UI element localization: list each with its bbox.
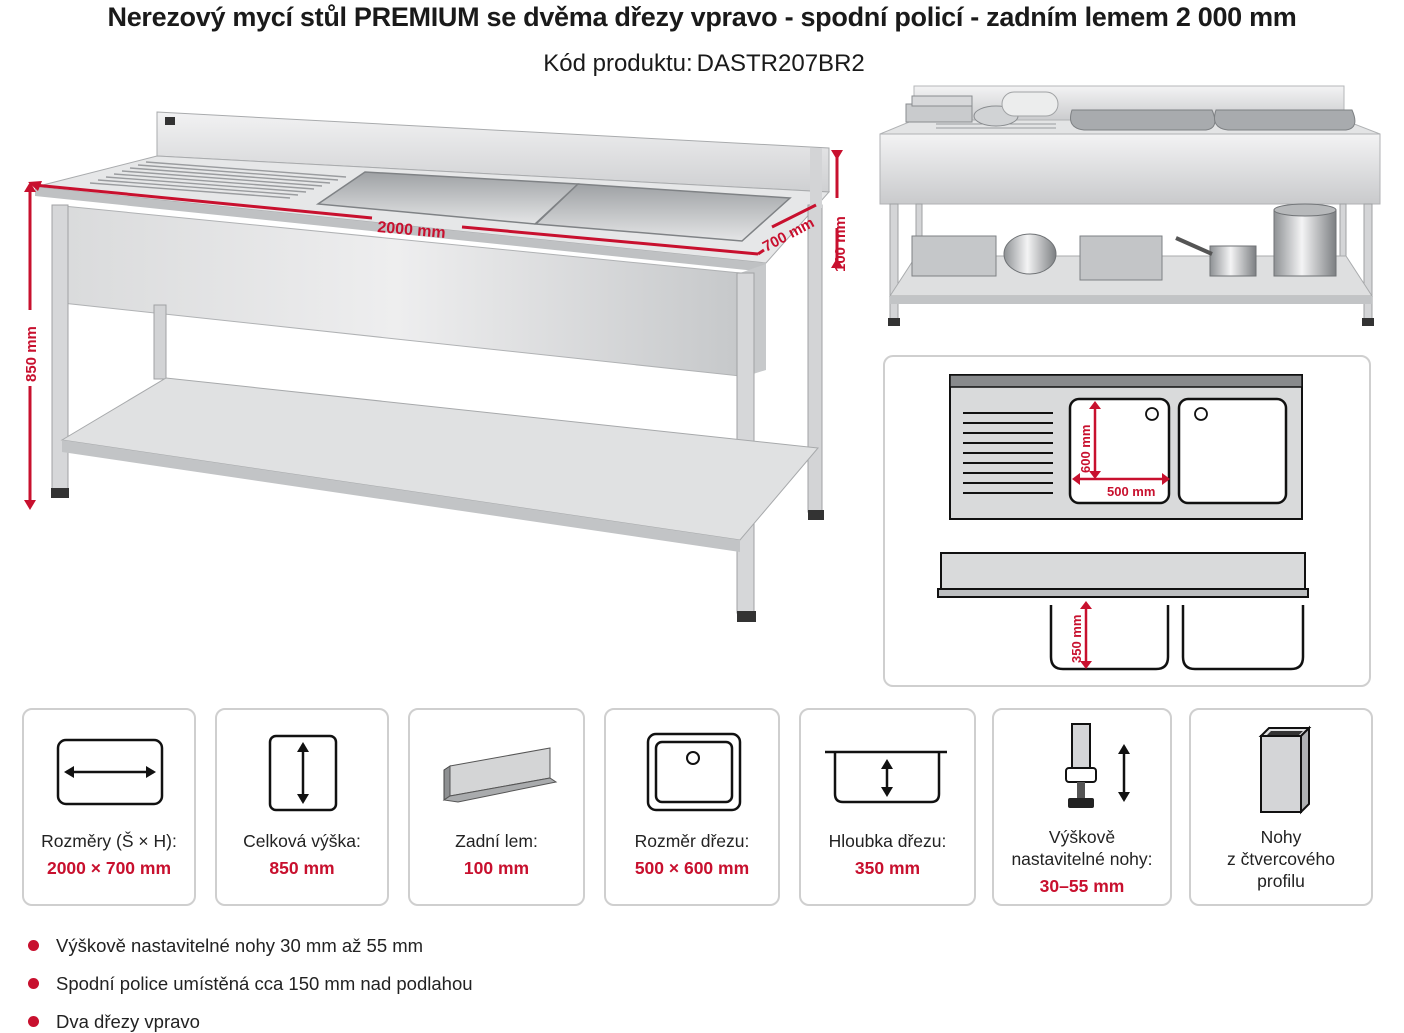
- feature-card-back-edge: Zadní lem: 100 mm: [408, 708, 585, 906]
- feature-value: 30–55 mm: [1039, 876, 1125, 896]
- list-item: Výškově nastavitelné nohy 30 mm až 55 mm: [28, 935, 423, 957]
- main-table-drawing: 2000 mm 700 mm 100 mm 850 mm: [0, 80, 870, 640]
- bullet-dot-icon: [28, 940, 39, 951]
- bullet-dot-icon: [28, 1016, 39, 1027]
- feature-value: 350 mm: [854, 858, 921, 878]
- feature-label: Celková výška:: [243, 831, 361, 851]
- page-title: Nerezový mycí stůl PREMIUM se dvěma dřez…: [107, 2, 1297, 32]
- feature-card-square-legs: Nohy z čtvercového profilu: [1189, 708, 1373, 906]
- back-edge-icon: [410, 724, 583, 834]
- sink-height-dimension-label: 350 mm: [1069, 615, 1084, 663]
- product-code: Kód produktu:DASTR207BR2: [0, 50, 1404, 78]
- feature-label: Hloubka dřezu:: [828, 831, 947, 851]
- width-arrows-icon: [24, 724, 194, 834]
- width-dimension-label: 2000 mm: [377, 219, 447, 242]
- bullet-text: Spodní police umístěná cca 150 mm nad po…: [56, 973, 473, 994]
- bullet-text: Výškově nastavitelné nohy 30 mm až 55 mm: [56, 935, 424, 956]
- product-code-label: Kód produktu:: [543, 50, 693, 77]
- list-item: Spodní police umístěná cca 150 mm nad po…: [28, 973, 473, 995]
- square-leg-icon: [1191, 716, 1371, 826]
- feature-value: 100 mm: [463, 858, 530, 878]
- sink-depth-dimension-label: 600 mm: [1078, 425, 1093, 473]
- feature-card-height: Celková výška: 850 mm: [215, 708, 389, 906]
- feature-label: Nohy z čtvercového profilu: [1227, 827, 1335, 891]
- sink-depth-icon: [801, 724, 974, 834]
- adjustable-foot-icon: [994, 716, 1170, 826]
- feature-value: 2000 × 700 mm: [46, 858, 172, 878]
- height-arrows-icon: [217, 724, 387, 834]
- feature-label: Rozměry (Š × H):: [41, 831, 177, 851]
- sink-size-icon: [606, 724, 778, 834]
- feature-label: Rozměr dřezu:: [634, 831, 750, 851]
- sink-width-dimension-label: 500 mm: [1107, 484, 1155, 499]
- feature-card-sink-size: Rozměr dřezu: 500 × 600 mm: [604, 708, 780, 906]
- product-code-value: DASTR207BR2: [696, 50, 865, 77]
- bullet-dot-icon: [28, 978, 39, 989]
- feature-card-adjustable-feet: Výškově nastavitelné nohy: 30–55 mm: [992, 708, 1172, 906]
- technical-drawing-panel: [883, 355, 1371, 687]
- feature-card-dimensions: Rozměry (Š × H): 2000 × 700 mm: [22, 708, 196, 906]
- backsplash-dimension-label: 100 mm: [832, 216, 849, 272]
- bullet-text: Dva dřezy vpravo: [56, 1011, 200, 1032]
- feature-label: Výškově nastavitelné nohy:: [1011, 827, 1153, 869]
- feature-value: 500 × 600 mm: [634, 858, 750, 878]
- feature-label: Zadní lem:: [455, 831, 538, 851]
- feature-value: 850 mm: [269, 858, 335, 878]
- sink-diagrams: 600 mm 500 mm 350 mm: [883, 355, 1371, 687]
- height-dimension-label: 850 mm: [23, 326, 40, 382]
- product-photo: [876, 84, 1386, 332]
- list-item: Dva dřezy vpravo: [28, 1011, 200, 1033]
- feature-card-sink-depth: Hloubka dřezu: 350 mm: [799, 708, 976, 906]
